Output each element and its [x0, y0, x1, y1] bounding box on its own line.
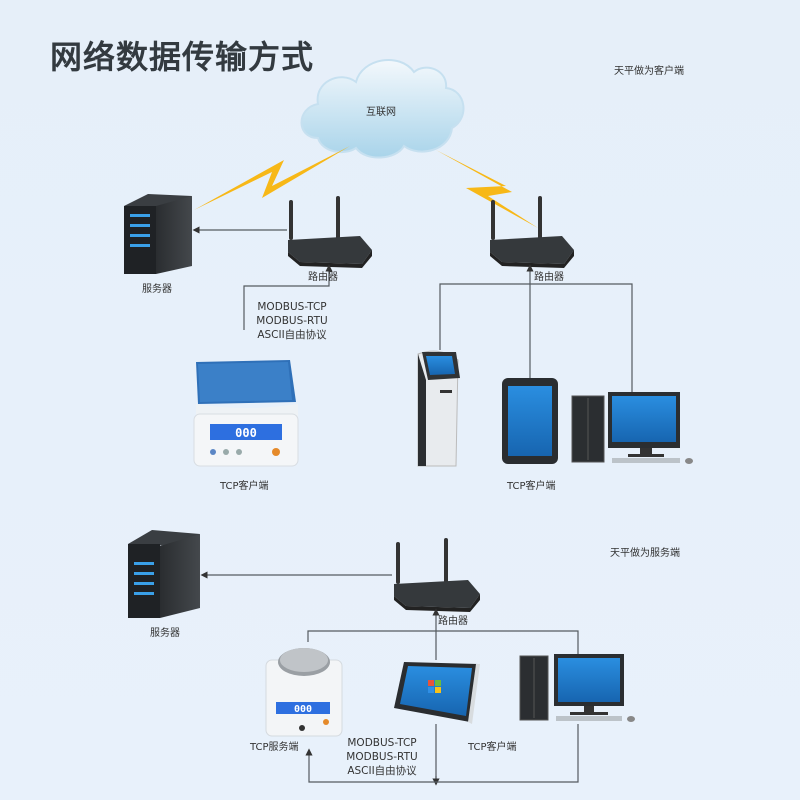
server-label-top: 服务器 [142, 284, 172, 295]
router-icon-top-right [490, 196, 574, 268]
protocol-item: MODBUS-TCP [347, 737, 417, 749]
scale-icon-bottom: 000 [265, 648, 343, 737]
protocol-item: ASCII自由协议 [347, 765, 417, 777]
page-title: 网络数据传输方式 [50, 38, 315, 76]
bottom-connection-lines [200, 571, 579, 786]
scale-label-bottom: TCP服务端 [250, 742, 299, 753]
tablet-icon-top [502, 378, 558, 464]
protocol-item: MODBUS-RTU [346, 751, 418, 763]
desktop-computer-icon-top [571, 392, 693, 464]
server-mode-label: 天平做为服务端 [610, 548, 680, 559]
server-icon-bottom [128, 530, 200, 618]
router-label-top-left: 路由器 [308, 272, 338, 283]
protocol-item: MODBUS-RTU [256, 315, 328, 327]
server-icon-top [124, 194, 192, 274]
lightning-left-icon [194, 146, 350, 210]
desktop-computer-icon-bottom [519, 654, 635, 722]
devices-label-top: TCP客户端 [507, 481, 556, 492]
scale-icon-top: 000 [193, 360, 299, 467]
protocol-item: MODBUS-TCP [257, 301, 327, 313]
kiosk-icon [417, 350, 460, 467]
protocol-list-top: MODBUS-TCP MODBUS-RTU ASCII自由协议 [250, 300, 334, 342]
protocol-item: ASCII自由协议 [257, 329, 327, 341]
router-label-top-right: 路由器 [534, 272, 564, 283]
internet-cloud-icon [300, 58, 465, 159]
tablet-icon-bottom [394, 662, 480, 724]
svg-text:000: 000 [235, 426, 257, 440]
client-mode-label: 天平做为客户端 [614, 66, 684, 77]
router-label-bottom: 路由器 [438, 616, 468, 627]
cloud-label: 互联网 [366, 107, 396, 118]
top-connection-lines [192, 226, 633, 392]
clients-label-bottom: TCP客户端 [468, 742, 517, 753]
protocol-list-bottom: MODBUS-TCP MODBUS-RTU ASCII自由协议 [340, 736, 424, 778]
router-icon-bottom [394, 538, 480, 612]
lightning-right-icon [436, 150, 538, 228]
svg-text:000: 000 [294, 704, 312, 715]
scale-label-top: TCP客户端 [220, 481, 269, 492]
router-icon-top-left [288, 196, 372, 268]
server-label-bottom: 服务器 [150, 628, 180, 639]
